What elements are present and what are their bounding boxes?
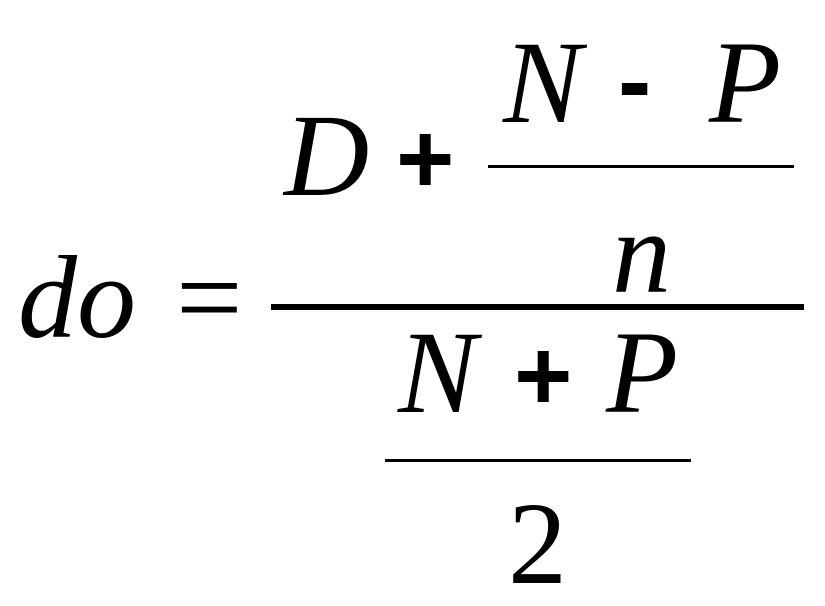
main-fraction-bar — [271, 304, 804, 310]
formula-lhs: do — [18, 232, 136, 363]
numerator-term-d: D — [282, 90, 369, 221]
numerator-plus-sign: + — [396, 103, 454, 215]
lower-denominator-two: 2 — [508, 478, 567, 606]
inner-denominator-n: n — [612, 187, 671, 318]
lower-plus-sign: + — [514, 320, 572, 432]
lower-numerator-n: N — [397, 307, 483, 438]
inner-minus-sign: - — [618, 25, 651, 137]
inner-fraction-bar-top — [488, 165, 794, 168]
equals-sign: = — [176, 232, 243, 363]
inner-fraction-bar-bottom — [385, 459, 691, 462]
inner-numerator-p: P — [708, 17, 781, 148]
lower-numerator-p: P — [605, 307, 678, 438]
inner-numerator-n: N — [502, 17, 588, 148]
